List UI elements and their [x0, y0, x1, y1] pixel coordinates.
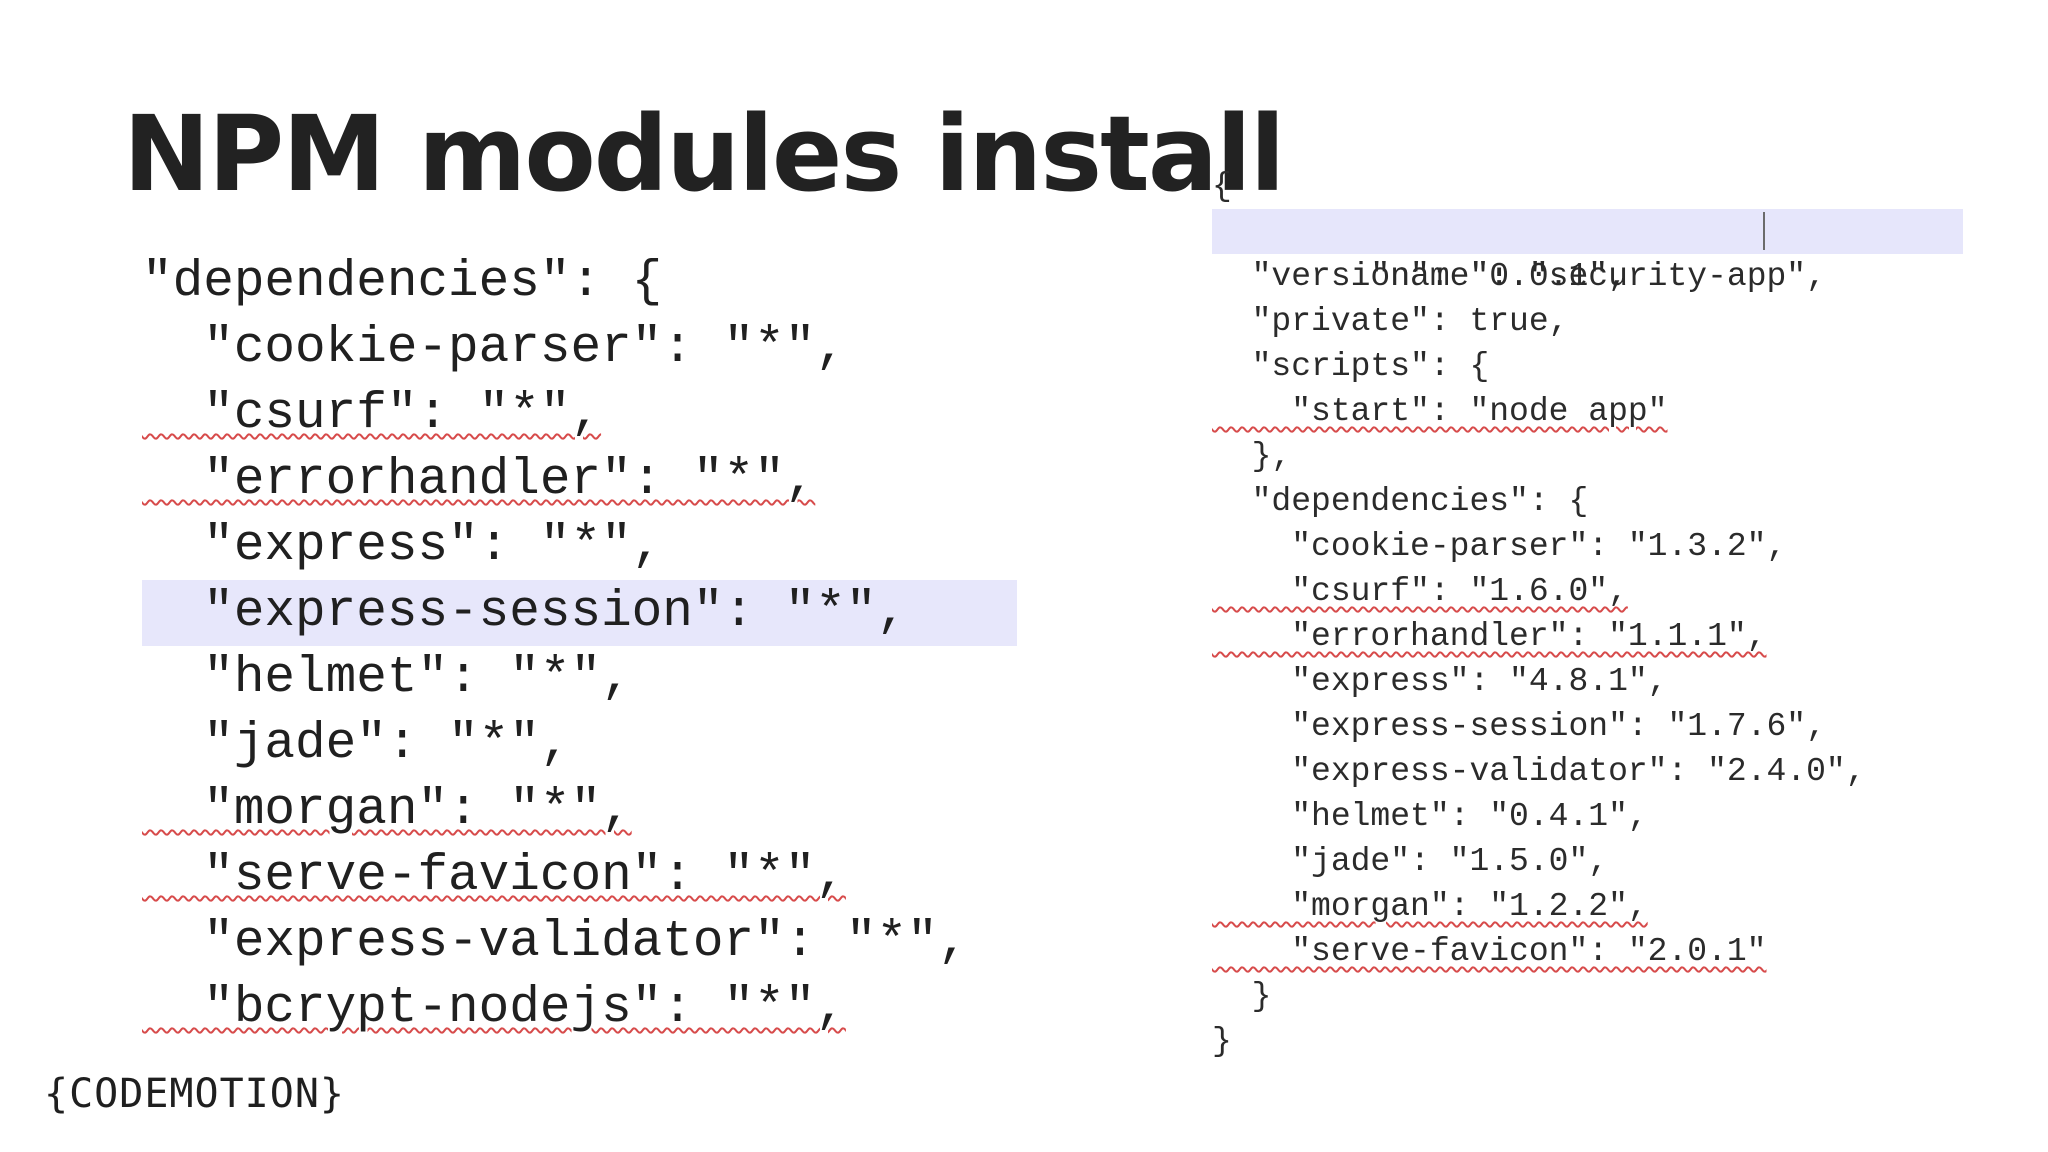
left-code-line-3: "csurf": "*",: [142, 382, 1022, 448]
right-code-line-2-text: "name": "security-app",: [1330, 258, 1826, 295]
right-code-line-5-text: "scripts": {: [1212, 348, 1490, 385]
right-code-line-2-highlighted: "name": "security-app",: [1212, 209, 1972, 295]
left-code-line-8: "jade": "*",: [142, 712, 1022, 778]
right-code-snippet: { "name": "security-app", "version": "0.…: [1212, 164, 1972, 1064]
left-code-line-6-highlighted: "express-session": "*",: [142, 580, 1022, 646]
left-code-line-8-text: "jade": "*",: [142, 716, 571, 773]
slide-title: NPM modules install: [123, 93, 1285, 215]
right-code-line-3-text: "version": "0.0.1",: [1212, 258, 1628, 295]
left-code-line-11-text: "express-validator": "*",: [142, 914, 969, 971]
right-code-line-12: "express": "4.8.1",: [1212, 659, 1972, 704]
right-code-line-15-text: "helmet": "0.4.1",: [1212, 798, 1648, 835]
text-cursor: [1763, 212, 1765, 250]
left-code-line-2: "cookie-parser": "*",: [142, 316, 1022, 382]
left-code-line-1-text: "dependencies": {: [142, 254, 663, 311]
right-code-line-11: "errorhandler": "1.1.1",: [1212, 614, 1972, 659]
right-code-line-17: "morgan": "1.2.2",: [1212, 884, 1972, 929]
right-code-line-14: "express-validator": "2.4.0",: [1212, 749, 1972, 794]
right-code-line-13-text: "express-session": "1.7.6",: [1212, 708, 1826, 745]
right-code-line-15: "helmet": "0.4.1",: [1212, 794, 1972, 839]
left-code-line-11: "express-validator": "*",: [142, 910, 1022, 976]
left-code-line-4-text: "errorhandler": "*",: [142, 452, 816, 509]
right-code-line-13: "express-session": "1.7.6",: [1212, 704, 1972, 749]
right-code-line-8: "dependencies": {: [1212, 479, 1972, 524]
left-code-line-6-text: "express-session": "*",: [142, 584, 908, 641]
right-code-line-17-text: "morgan": "1.2.2",: [1212, 888, 1648, 925]
left-code-line-7: "helmet": "*",: [142, 646, 1022, 712]
right-code-line-3: "version": "0.0.1",: [1212, 254, 1972, 299]
right-code-line-6-text: "start": "node app": [1212, 393, 1668, 430]
left-code-line-4: "errorhandler": "*",: [142, 448, 1022, 514]
right-code-line-9-text: "cookie-parser": "1.3.2",: [1212, 528, 1787, 565]
right-code-line-10-text: "csurf": "1.6.0",: [1212, 573, 1628, 610]
right-code-line-4-text: "private": true,: [1212, 303, 1569, 340]
right-code-line-20-text: }: [1212, 1023, 1232, 1060]
right-code-line-6: "start": "node app": [1212, 389, 1972, 434]
right-code-line-1-text: {: [1212, 168, 1232, 205]
left-code-line-12-text: "bcrypt-nodejs": "*",: [142, 980, 846, 1037]
left-code-line-9-text: "morgan": "*",: [142, 782, 632, 839]
left-code-line-9: "morgan": "*",: [142, 778, 1022, 844]
left-code-line-3-text: "csurf": "*",: [142, 386, 602, 443]
right-code-line-18: "serve-favicon": "2.0.1": [1212, 929, 1972, 974]
right-code-line-4: "private": true,: [1212, 299, 1972, 344]
right-code-line-1: {: [1212, 164, 1972, 209]
right-code-line-10: "csurf": "1.6.0",: [1212, 569, 1972, 614]
right-code-line-19: }: [1212, 974, 1972, 1019]
left-code-line-10: "serve-favicon": "*",: [142, 844, 1022, 910]
right-code-line-18-text: "serve-favicon": "2.0.1": [1212, 933, 1767, 970]
right-code-line-16-text: "jade": "1.5.0",: [1212, 843, 1609, 880]
left-code-line-12: "bcrypt-nodejs": "*",: [142, 976, 1022, 1042]
right-code-line-7: },: [1212, 434, 1972, 479]
left-code-line-2-text: "cookie-parser": "*",: [142, 320, 846, 377]
codemotion-logo: {CODEMOTION}: [44, 1071, 345, 1117]
right-code-line-19-text: }: [1212, 978, 1272, 1015]
left-code-line-7-text: "helmet": "*",: [142, 650, 632, 707]
right-code-line-16: "jade": "1.5.0",: [1212, 839, 1972, 884]
left-code-snippet: "dependencies": { "cookie-parser": "*", …: [142, 250, 1022, 1042]
right-code-line-5: "scripts": {: [1212, 344, 1972, 389]
right-code-line-11-text: "errorhandler": "1.1.1",: [1212, 618, 1767, 655]
right-code-line-12-text: "express": "4.8.1",: [1212, 663, 1668, 700]
right-code-line-20: }: [1212, 1019, 1972, 1064]
left-code-line-5: "express": "*",: [142, 514, 1022, 580]
right-code-line-7-text: },: [1212, 438, 1292, 475]
right-code-line-14-text: "express-validator": "2.4.0",: [1212, 753, 1866, 790]
right-code-line-8-text: "dependencies": {: [1212, 483, 1589, 520]
left-code-line-1: "dependencies": {: [142, 250, 1022, 316]
left-code-line-10-text: "serve-favicon": "*",: [142, 848, 846, 905]
left-code-line-5-text: "express": "*",: [142, 518, 663, 575]
right-code-line-9: "cookie-parser": "1.3.2",: [1212, 524, 1972, 569]
